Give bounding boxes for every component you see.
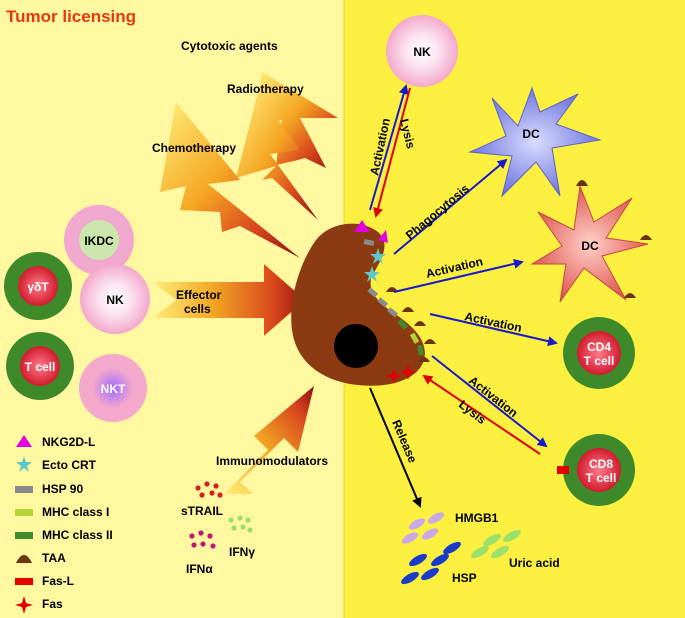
dc-red-cell: DC [530, 180, 652, 303]
hmgb1-molecules [401, 512, 445, 544]
legend-fas-star4-icon [15, 596, 33, 614]
activation-cd4-arrow [429, 313, 558, 347]
chemotherapy-label: Chemotherapy [152, 141, 236, 155]
activation-nk-arrow [369, 84, 409, 211]
legend-taa-blob-icon [16, 555, 32, 563]
legend-label-4: MHC class II [42, 528, 113, 542]
cd4-label: CD4 [587, 340, 611, 354]
nk-left-label: NK [106, 293, 124, 307]
lysis-cd8-arrow [422, 374, 541, 455]
chemotherapy-bolt [160, 102, 300, 258]
activation-dc-arrow [393, 258, 524, 293]
cd4-t-cell: CD4 T cell [563, 317, 635, 389]
nkg2d-l-markers [354, 220, 388, 243]
cytotoxic-agents-label: Cytotoxic agents [181, 39, 278, 53]
mhc-markers [397, 318, 424, 356]
legend-label-2: HSP 90 [42, 482, 83, 496]
legend-star-icon [16, 456, 32, 472]
ecto-crt-markers [364, 248, 386, 282]
legend-fas-l-bar-icon [15, 578, 33, 585]
release-arrow [369, 387, 422, 508]
cd8-label: CD8 [589, 457, 613, 471]
legend-label-6: Fas-L [42, 574, 74, 588]
right-panel [344, 0, 685, 618]
uric-acid-molecules [471, 529, 521, 559]
nk-top-label: NK [413, 45, 431, 59]
legend-label-3: MHC class I [42, 505, 109, 519]
nkt-cell: NKT [79, 354, 147, 422]
legend-label-7: Fas [42, 597, 63, 611]
legend: NKG2D-L Ecto CRT HSP 90 MHC class I MHC … [15, 435, 113, 614]
t-cell-left: T cell [6, 332, 74, 400]
ikdc-label: IKDC [84, 234, 114, 248]
taa-markers [386, 287, 436, 362]
fas-markers [386, 364, 416, 384]
uric-acid-label: Uric acid [509, 556, 560, 570]
tumor-nucleus [334, 324, 378, 368]
legend-label-1: Ecto CRT [42, 458, 97, 472]
legend-label-5: TAA [42, 551, 66, 565]
dc-red-label: DC [581, 239, 599, 253]
radiotherapy-label: Radiotherapy [227, 82, 304, 96]
hsp-label: HSP [452, 571, 477, 585]
hmgb1-label: HMGB1 [455, 511, 499, 525]
cytotoxic-bolt [255, 72, 338, 168]
radiotherapy-bolt [236, 92, 318, 220]
hsp-molecules [401, 541, 461, 585]
legend-mhc2-bar-icon [15, 532, 33, 539]
dc-blue-cell: DC [468, 86, 602, 198]
phagocytosis-arrow [393, 158, 508, 255]
effector-label-line2: cells [184, 302, 211, 316]
nk-cell-top: NK [386, 15, 458, 87]
fas-l-marker [557, 466, 569, 474]
cd8-tcell-label: T cell [586, 471, 617, 485]
ifna-dots [189, 530, 216, 549]
effector-cells-arrow [152, 264, 305, 336]
ifna-label: IFNα [186, 562, 213, 576]
nk-cell-left: NK [80, 264, 150, 334]
cd4-tcell-label: T cell [584, 354, 615, 368]
lysis-nk-arrow [373, 87, 411, 218]
legend-hsp90-bar-icon [15, 486, 33, 493]
immunomodulators-label: Immunomodulators [216, 454, 328, 468]
legend-triangle-icon [16, 435, 32, 447]
legend-label-0: NKG2D-L [42, 435, 95, 449]
dc-blue-label: DC [522, 127, 540, 141]
ifng-label: IFNγ [229, 545, 255, 559]
cd8-t-cell: CD8 T cell [557, 434, 635, 506]
diagram-title: Tumor licensing [6, 7, 136, 26]
activation-cd8-arrow [431, 355, 548, 448]
strail-label: sTRAIL [181, 504, 223, 518]
ifng-dots [228, 515, 253, 533]
tumor-cell [291, 220, 436, 386]
gamma-delta-t-label: γδT [27, 280, 49, 294]
hsp90-markers [363, 239, 399, 318]
effector-label-line1: Effector [176, 288, 222, 302]
gamma-delta-t-cell: γδT [4, 252, 72, 320]
nkt-label: NKT [101, 382, 126, 396]
t-cell-left-label: T cell [25, 360, 56, 374]
legend-mhc1-bar-icon [15, 509, 33, 516]
strail-dots [195, 481, 223, 498]
immunomodulators-arrow [224, 386, 314, 494]
tumor-body [291, 223, 425, 386]
ikdc-cell: IKDC [64, 205, 134, 275]
